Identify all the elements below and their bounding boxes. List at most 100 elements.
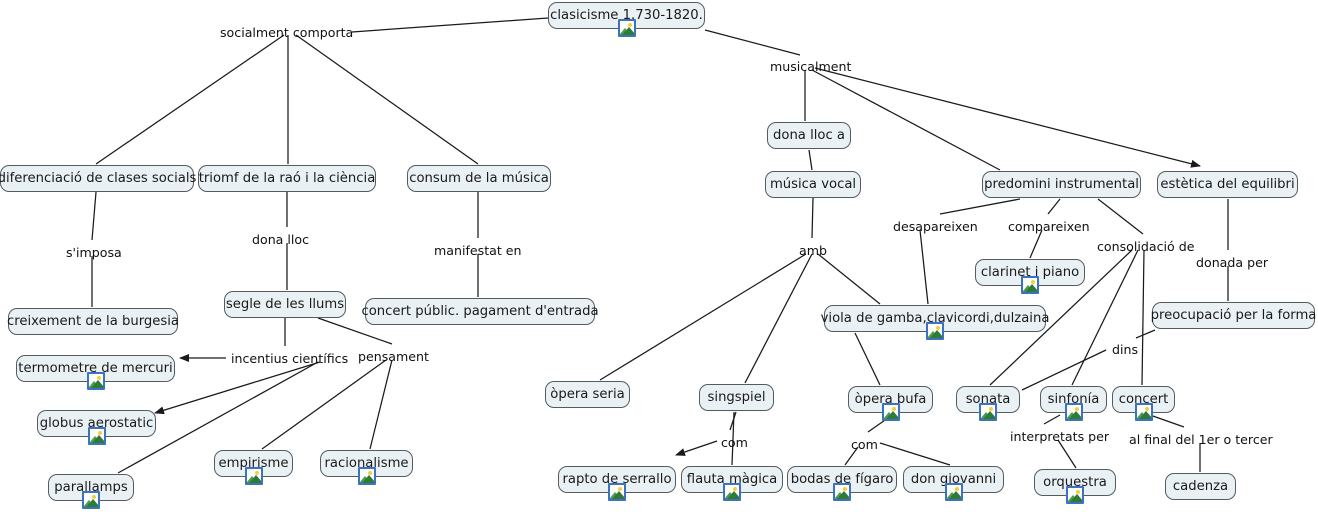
sun-shape — [97, 430, 102, 435]
hill-front-shape — [621, 27, 634, 35]
node-label: segle de les llums — [225, 296, 345, 312]
node-concert[interactable]: concert — [1112, 386, 1175, 421]
connection-label-dins[interactable]: dins — [1112, 342, 1139, 357]
image-icon[interactable] — [979, 403, 997, 421]
connection-label-pensament[interactable]: pensament — [358, 349, 429, 364]
connection-label-com-1[interactable]: com — [721, 435, 748, 450]
hill-front-shape — [612, 491, 624, 499]
image-icon[interactable] — [608, 483, 626, 501]
connection-label-al-final[interactable]: al final del 1er o tercer — [1129, 432, 1273, 447]
node-label: viola de gamba,clavicordi,dulzaina — [820, 310, 1050, 326]
connection-label-manifestat-en[interactable]: manifestat en — [434, 243, 522, 258]
node-preocupacio[interactable]: preocupació per la forma — [1151, 302, 1316, 329]
connection-label-donada-per[interactable]: donada per — [1196, 255, 1269, 270]
connection-label-consolidacio-de[interactable]: consolidació de — [1097, 239, 1195, 254]
edge-donallocA-musicavocal — [808, 149, 813, 171]
image-icon[interactable] — [82, 491, 100, 509]
node-diferenciacio[interactable]: diferenciació de clases socials — [0, 165, 196, 192]
node-label: estètica del equilibri — [1160, 176, 1295, 192]
image-icon[interactable] — [944, 483, 963, 501]
hill-front-shape — [1068, 411, 1081, 419]
image-icon[interactable] — [1134, 403, 1153, 421]
node-flauta[interactable]: flauta màgica — [681, 466, 783, 501]
edge-dins-sonata — [1021, 349, 1107, 391]
connection-label-com-2[interactable]: com — [851, 437, 878, 452]
hill-front-shape — [1138, 411, 1151, 419]
connection-label-musicalment[interactable]: musicalment — [770, 59, 852, 74]
image-icon[interactable] — [1066, 486, 1084, 504]
node-creixement[interactable]: creixement de la burgesia — [7, 308, 179, 335]
sun-shape — [733, 486, 737, 491]
node-clasicisme[interactable]: clasicisme 1.730-1820. — [548, 2, 705, 37]
node-consum[interactable]: consum de la música — [407, 165, 551, 192]
node-triomf[interactable]: triomf de la raó i la ciència — [198, 165, 376, 192]
sun-shape — [618, 486, 622, 491]
node-empirisme[interactable]: empirisme — [214, 450, 293, 485]
edge-amb-singspiel — [744, 253, 813, 384]
node-racionalisme[interactable]: racionalisme — [320, 450, 413, 485]
edge-com2-dongiovanni — [879, 442, 951, 466]
image-icon[interactable] — [881, 403, 900, 421]
image-icon[interactable] — [357, 467, 376, 485]
node-clarinet[interactable]: clarinet i piano — [975, 259, 1085, 294]
hill-front-shape — [248, 475, 261, 483]
edge-predomini-compareixen — [1047, 198, 1061, 215]
hill-front-shape — [885, 411, 898, 419]
node-sinfonia[interactable]: sinfonía — [1040, 386, 1107, 421]
node-label: bodas de fígaro — [790, 471, 894, 487]
hill-front-shape — [948, 491, 961, 499]
sun-shape — [92, 494, 96, 499]
edge-musicalment-estetica — [814, 67, 1201, 168]
connection-label-desapareixen[interactable]: desapareixen — [893, 219, 978, 234]
image-icon[interactable] — [87, 427, 106, 445]
node-dona-lloc-a[interactable]: dona lloc a — [767, 122, 851, 149]
node-musica-vocal[interactable]: música vocal — [765, 171, 861, 198]
node-bodas[interactable]: bodas de fígaro — [787, 466, 897, 501]
node-viola[interactable]: viola de gamba,clavicordi,dulzaina — [821, 305, 1049, 340]
node-concert-public[interactable]: concert públic. pagament d'entrada — [361, 298, 599, 325]
node-orquestra[interactable]: orquestra — [1034, 469, 1116, 504]
node-label: orquestra — [1043, 474, 1107, 490]
connection-label-incentius[interactable]: incentius científics — [231, 351, 349, 366]
node-singspiel[interactable]: singspiel — [699, 384, 774, 411]
node-parallamps[interactable]: parallamps — [48, 474, 134, 509]
image-icon[interactable] — [617, 19, 636, 37]
connection-label-dona-lloc[interactable]: dona lloc — [252, 232, 310, 247]
node-label: sinfonía — [1047, 391, 1100, 407]
sun-shape — [843, 486, 847, 491]
edge-pensament-empirisme — [261, 359, 387, 450]
image-icon[interactable] — [723, 483, 741, 501]
sun-shape — [1144, 406, 1149, 411]
node-estetica[interactable]: estètica del equilibri — [1157, 171, 1298, 198]
node-termometre[interactable]: termometre de mercuri — [16, 355, 175, 390]
node-globus[interactable]: globus aerostatic — [37, 410, 156, 445]
node-rapto[interactable]: rapto de serrallo — [558, 466, 676, 501]
image-icon[interactable] — [244, 467, 263, 485]
sun-shape — [1074, 406, 1079, 411]
node-label: creixement de la burgesia — [7, 313, 179, 329]
node-opera-bufa[interactable]: òpera bufa — [848, 386, 933, 421]
connection-label-interpretats-per[interactable]: interpretats per — [1010, 429, 1110, 444]
hill-front-shape — [930, 330, 942, 338]
hill-front-shape — [727, 491, 739, 499]
node-sonata[interactable]: sonata — [956, 386, 1020, 421]
connection-label-compareixen[interactable]: compareixen — [1008, 219, 1090, 234]
node-label: concert — [1118, 391, 1169, 407]
connection-label-socialment-comporta[interactable]: socialment comporta — [220, 25, 354, 40]
node-don-giovanni[interactable]: don giovanni — [903, 466, 1004, 501]
connection-label-simposa[interactable]: s'imposa — [66, 245, 122, 260]
connection-label-amb[interactable]: amb — [799, 243, 827, 258]
node-cadenza[interactable]: cadenza — [1165, 473, 1236, 500]
node-opera-seria[interactable]: òpera seria — [545, 381, 630, 408]
image-icon[interactable] — [1064, 403, 1083, 421]
sun-shape — [367, 470, 372, 475]
node-segle[interactable]: segle de les llums — [224, 291, 346, 318]
image-icon[interactable] — [1021, 276, 1039, 294]
node-predomini[interactable]: predomini instrumental — [982, 171, 1141, 198]
image-icon[interactable] — [833, 483, 851, 501]
image-icon[interactable] — [86, 372, 105, 390]
edge-musicalment-predomini — [811, 69, 1001, 171]
image-icon[interactable] — [926, 322, 944, 340]
edge-viola-operabufa — [854, 332, 881, 386]
hill-front-shape — [91, 435, 104, 443]
